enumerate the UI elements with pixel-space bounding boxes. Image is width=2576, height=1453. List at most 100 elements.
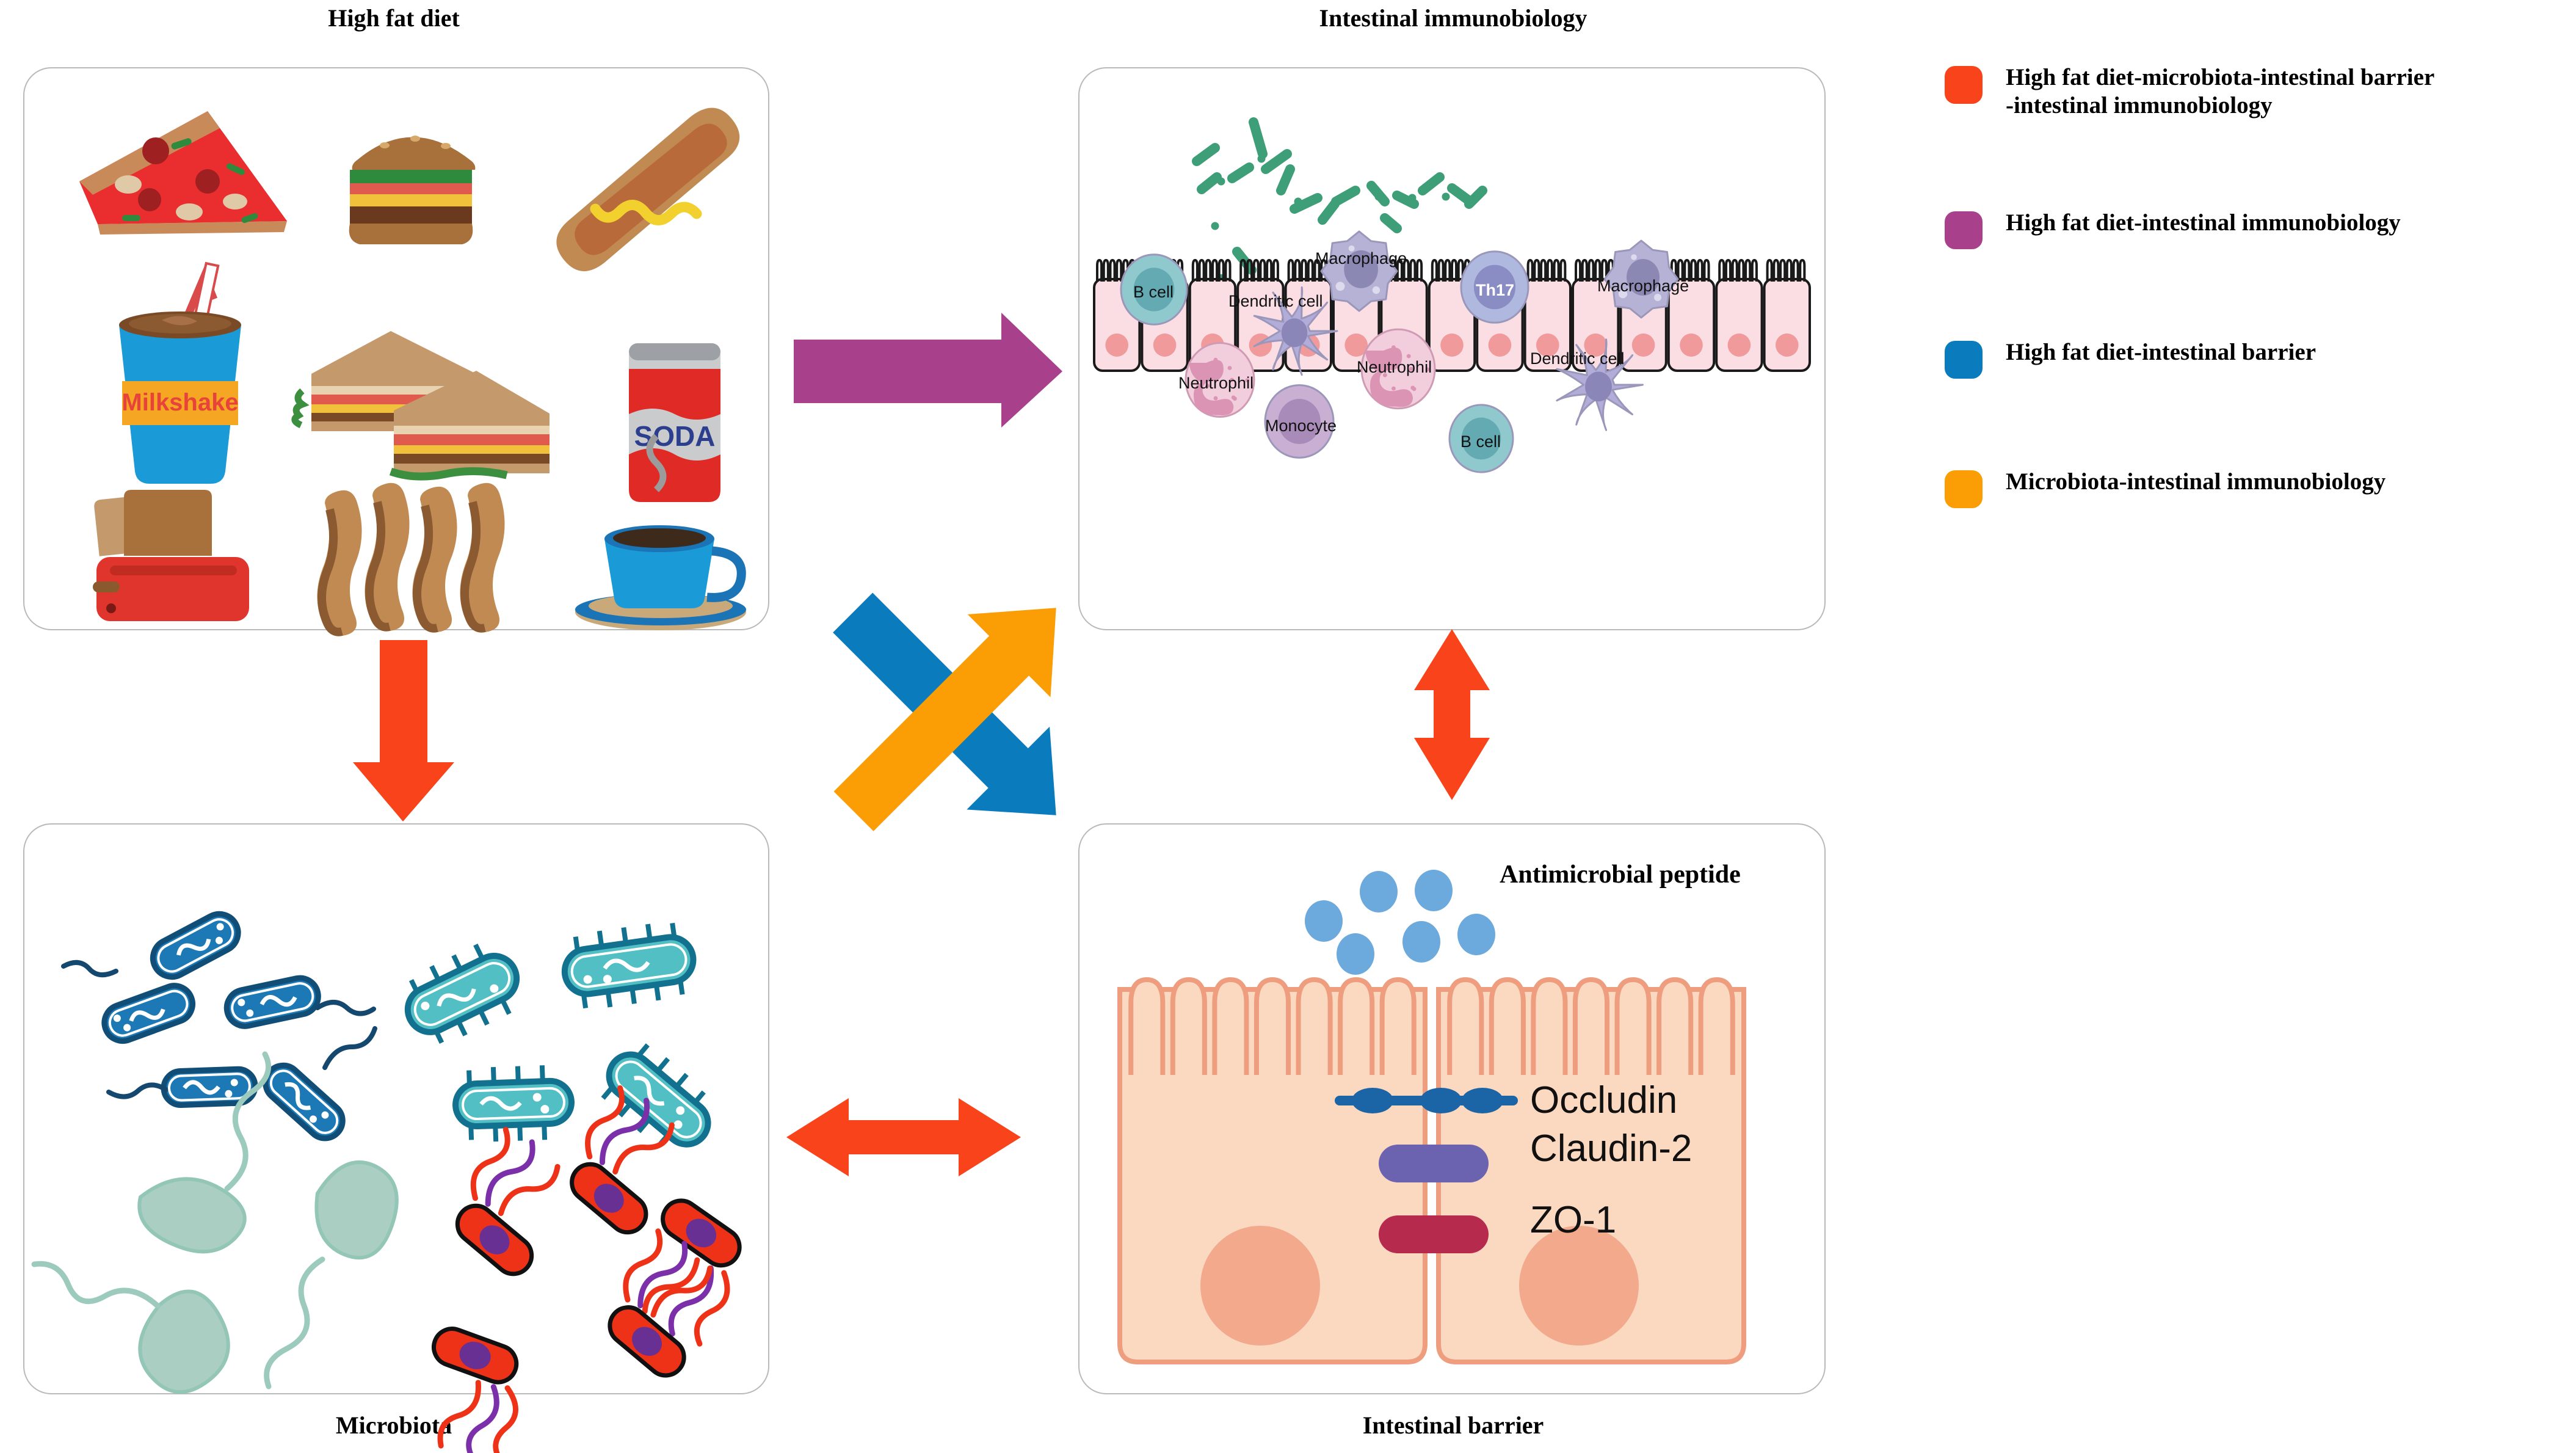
microvillus [1553, 258, 1560, 282]
microvillus [1301, 258, 1308, 282]
microvillus [1738, 258, 1745, 282]
antimicrobial-peptide [1337, 933, 1374, 975]
microvillus [1205, 258, 1212, 282]
epithelial-nucleus [1440, 333, 1464, 357]
microvillus [1526, 258, 1534, 282]
bacon-strips-icon [317, 483, 505, 636]
legend-label-line: -intestinal immunobiology [2006, 92, 2273, 119]
blue-flagellated-rods-icon [61, 911, 377, 1142]
microvillus [1294, 258, 1301, 282]
microvillus [1191, 258, 1199, 282]
hot-dog-icon [556, 107, 740, 272]
immune-cell-group [1120, 230, 1679, 473]
microvillus [1307, 258, 1314, 282]
microvillus [1116, 258, 1123, 282]
microvillus [1212, 977, 1249, 1075]
cell-label: Neutrophil [1178, 374, 1254, 392]
cell-label: Macrophage [1597, 277, 1689, 295]
immune-cell-th17 [1460, 250, 1529, 324]
teal-piliated-rods-icon [404, 922, 711, 1148]
antimicrobial-peptide [1360, 871, 1398, 912]
microvillus [1109, 258, 1116, 282]
microvillus [1313, 258, 1321, 282]
immunobiology-illustration [1093, 117, 1811, 473]
microvillus [1409, 258, 1417, 282]
microvillus [1718, 258, 1725, 282]
epithelial-nucleus [1344, 333, 1368, 357]
immune-cell-b-cell [1448, 404, 1514, 473]
microvillus [1489, 977, 1526, 1075]
zo1-icon [1379, 1215, 1489, 1253]
immune-cell-macrophage [1320, 230, 1398, 312]
microvillus [1670, 258, 1677, 282]
microvillus [1540, 258, 1547, 282]
microvillus [1457, 258, 1464, 282]
microvillus [1751, 258, 1758, 282]
legend-item-2[interactable]: High fat diet-intestinal barrier [1945, 338, 2561, 379]
cell-label: Dendritic cell [1530, 349, 1625, 368]
antimicrobial-peptide [1415, 870, 1453, 911]
microvillus [1246, 258, 1254, 282]
microvillus [1122, 258, 1130, 282]
microvillus [1600, 258, 1608, 282]
microvillus [1451, 258, 1458, 282]
epithelial-nucleus [1105, 333, 1129, 357]
legend-item-1[interactable]: High fat diet-intestinal immunobiology [1945, 209, 2561, 250]
antimicrobial-peptide [1457, 914, 1495, 955]
panel-high-fat-diet: Milkshake SODA [23, 67, 769, 636]
immune-cell-macrophage [1603, 239, 1679, 319]
microvillus [1254, 977, 1291, 1075]
legend-label-0: High fat diet-microbiota-intestinal barr… [2006, 64, 2434, 120]
legend-item-0[interactable]: High fat diet-microbiota-intestinal barr… [1945, 64, 2561, 120]
page-title-intestinal-immunobiology: Intestinal immunobiology [1319, 4, 1587, 32]
legend-item-3[interactable]: Microbiota-intestinal immunobiology [1945, 468, 2561, 509]
cell-label: Macrophage [1315, 249, 1407, 268]
microvillus [1792, 258, 1799, 282]
red-purple-flagellates-icon [432, 1085, 742, 1453]
microvillus [1614, 977, 1652, 1075]
coffee-cup-icon [575, 434, 746, 630]
microvillus [1224, 258, 1232, 282]
enterocytes-group [1117, 977, 1746, 1364]
page-title-high-fat-diet: High fat diet [328, 4, 460, 32]
legend-swatch-3 [1945, 470, 1983, 509]
occludin-icon [1335, 1088, 1518, 1113]
microvillus [1698, 977, 1735, 1075]
microvillus [1799, 258, 1806, 282]
milkshake-icon: Milkshake [119, 261, 241, 484]
epithelial-cell [1763, 278, 1811, 372]
zo1-label: ZO-1 [1530, 1199, 1617, 1241]
page-title-microbiota: Microbiota [335, 1411, 452, 1439]
legend-label-line: Microbiota-intestinal immunobiology [2006, 468, 2386, 495]
arrow-barrier-to-immuno [1414, 629, 1490, 800]
immune-cell-neutrophil [1185, 342, 1255, 418]
claudin2-icon [1379, 1145, 1489, 1182]
green-vibrio-icon [31, 1051, 399, 1394]
legend-label-2: High fat diet-intestinal barrier [2006, 338, 2316, 366]
antimicrobial-peptide-icon [1305, 870, 1495, 975]
microvillus [1252, 258, 1260, 282]
page-title-intestinal-barrier: Intestinal barrier [1362, 1411, 1544, 1439]
legend-swatch-2 [1945, 341, 1983, 379]
tight-junction-group [1335, 1088, 1518, 1253]
food-illustrations: Milkshake SODA [79, 107, 746, 636]
antimicrobial-peptide [1402, 921, 1440, 963]
microvillus [1437, 258, 1445, 282]
legend-label-line: High fat diet-intestinal barrier [2006, 339, 2317, 366]
toaster-icon [93, 490, 249, 621]
microvillus [1239, 258, 1247, 282]
epithelial-nucleus [1584, 333, 1608, 357]
microvillus [1587, 258, 1595, 282]
legend: High fat diet-microbiota-intestinal barr… [1945, 64, 2561, 509]
microbiota-illustration [31, 911, 742, 1453]
cell-label: Monocyte [1265, 417, 1337, 435]
cell-label: Neutrophil [1357, 358, 1432, 376]
immune-cell-monocyte [1264, 384, 1335, 459]
microvillus [1259, 258, 1266, 282]
occludin-label: Occludin [1530, 1079, 1678, 1121]
pizza-slice-icon [79, 111, 287, 235]
hamburger-icon [349, 136, 476, 244]
antimicrobial-peptide-label: Antimicrobial peptide [1500, 861, 1741, 889]
legend-label-line: High fat diet-microbiota-intestinal barr… [2006, 64, 2435, 90]
